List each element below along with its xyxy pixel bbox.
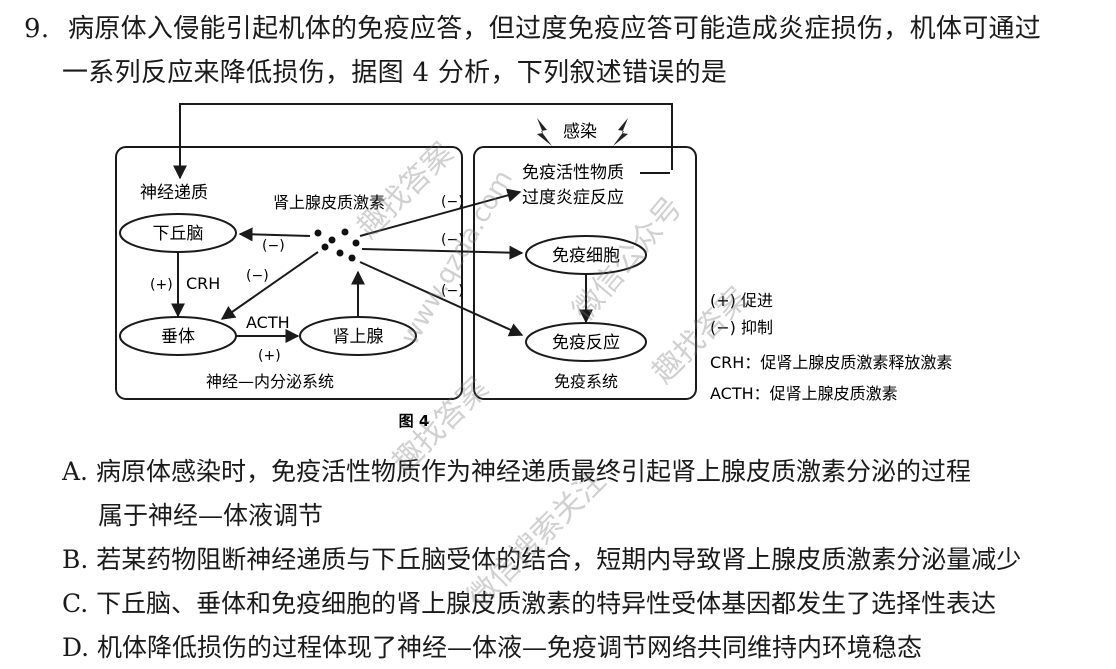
hormone-label: 肾上腺皮质激素	[273, 193, 385, 212]
lightning-icon	[537, 118, 552, 146]
hormone-to-pituitary-arrow	[220, 251, 319, 320]
minus-label: (−)	[441, 194, 464, 210]
hypothalamus-label: 下丘脑	[153, 224, 204, 244]
legend-plus: (+) 促进	[710, 291, 773, 310]
adrenal-label: 肾上腺	[333, 327, 384, 347]
active-substance-label: 免疫活性物质	[522, 163, 624, 183]
immune-cell-label: 免疫细胞	[552, 246, 620, 266]
question-number: 9.	[24, 14, 50, 44]
hormone-dot	[352, 239, 360, 247]
option-b: B. 若某药物阻断神经递质与下丘脑受体的结合，短期内导致肾上腺皮质激素分泌量减少	[62, 545, 1022, 574]
acth-plus-label: (+)	[258, 348, 281, 364]
option-a-line-1: A. 病原体感染时，免疫活性物质作为神经递质最终引起肾上腺皮质激素分泌的过程	[62, 457, 971, 486]
hormone-dot	[341, 228, 349, 236]
immune-system-title: 免疫系统	[554, 372, 618, 391]
legend-acth: ACTH：促肾上腺皮质激素	[710, 384, 898, 403]
immune-response-node	[525, 322, 647, 362]
option-d: D. 机体降低损伤的过程体现了神经—体液—免疫调节网络共同维持内环境稳态	[62, 633, 923, 662]
infection-label: 感染	[563, 122, 597, 142]
minus-label: (−)	[262, 238, 285, 254]
minus-label: (−)	[441, 232, 464, 248]
lightning-icon	[613, 118, 628, 146]
neurotransmitter-label: 神经递质	[140, 183, 208, 203]
minus-label: (−)	[246, 268, 269, 284]
hormone-to-hypothalamus-arrow	[238, 227, 311, 242]
legend-crh: CRH：促肾上腺皮质激素释放激素	[710, 353, 952, 372]
crh-plus-label: (+)	[150, 277, 173, 293]
hormone-dot	[321, 243, 329, 251]
question-line-2: 一系列反应来降低损伤，据图 4 分析，下列叙述错误的是	[62, 58, 728, 88]
hormone-dot	[314, 229, 322, 237]
legend-minus: (−) 抑制	[710, 318, 773, 337]
minus-label: (−)	[441, 283, 464, 299]
question-text-1: 病原体入侵能引起机体的免疫应答，但过度免疫应答可能造成炎症损伤，机体可通过	[68, 14, 1042, 44]
immune-response-label: 免疫反应	[552, 333, 620, 353]
neuro-endocrine-box	[115, 146, 463, 400]
hormone-dot	[328, 236, 336, 244]
inflammation-label: 过度炎症反应	[522, 188, 624, 208]
feedback-loop-line	[173, 103, 673, 180]
hormone-to-immune-response-arrow	[359, 261, 524, 337]
acth-label: ACTH	[246, 313, 290, 332]
neuro-endocrine-title: 神经—内分泌系统	[206, 372, 334, 391]
hormone-dot	[336, 249, 344, 257]
option-c: C. 下丘脑、垂体和免疫细胞的肾上腺皮质激素的特异性受体基因都发生了选择性表达	[62, 589, 997, 618]
hormone-to-immune-cell-arrow	[361, 245, 524, 260]
hormone-dot	[348, 254, 356, 262]
immune-system-box	[473, 146, 697, 400]
crh-label: CRH	[186, 274, 220, 293]
hormone-to-inflammation-arrow	[359, 188, 522, 237]
pituitary-label: 垂体	[161, 327, 195, 347]
question-line-1: 9. 病原体入侵能引起机体的免疫应答，但过度免疫应答可能造成炎症损伤，机体可通过	[24, 8, 1041, 45]
figure-caption: 图 4	[399, 412, 430, 430]
option-a-line-2: 属于神经—体液调节	[98, 501, 324, 530]
